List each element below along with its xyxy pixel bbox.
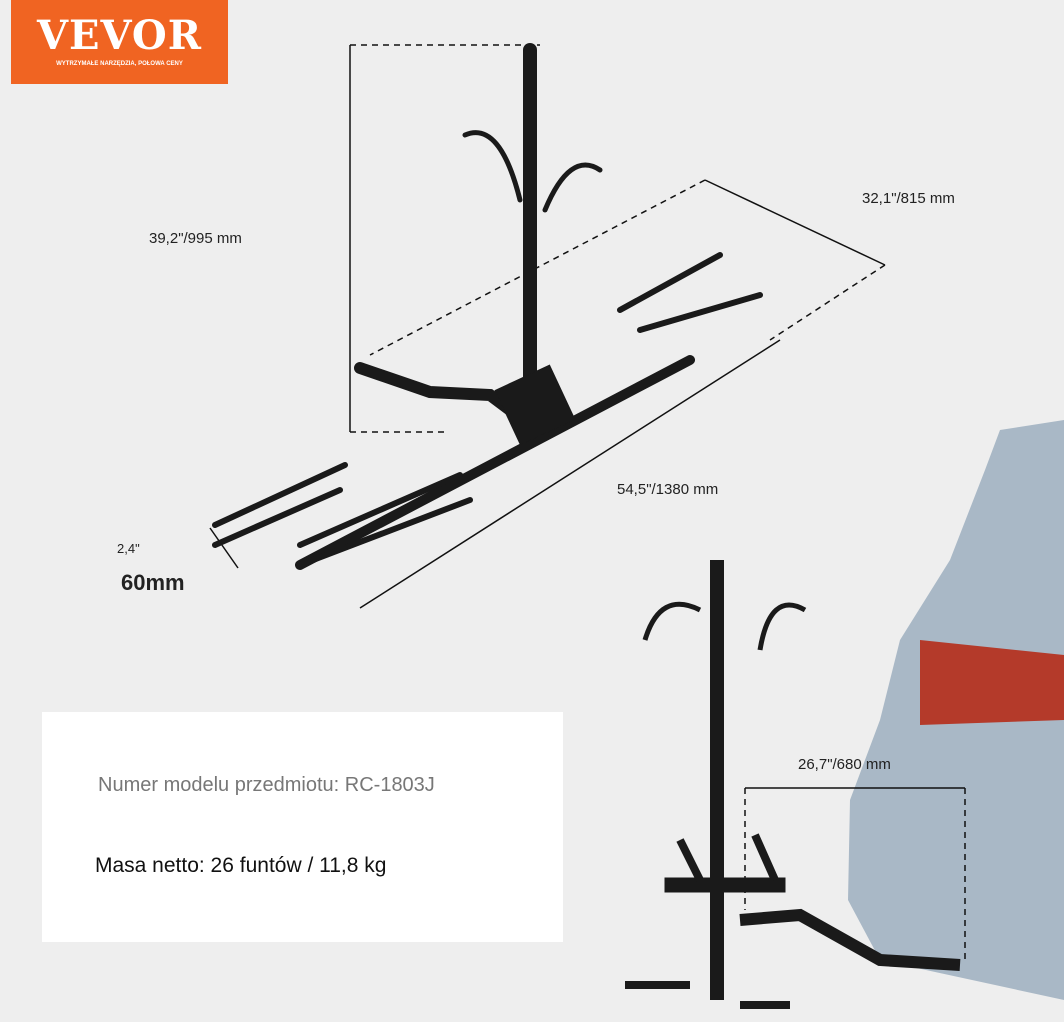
bike-rack-mounted bbox=[625, 560, 961, 1009]
hitch-label: 26,7"/680 mm bbox=[798, 756, 891, 773]
tray-inch-label: 2,4" bbox=[117, 541, 140, 556]
car-taillight bbox=[920, 640, 1064, 725]
vevor-logo: VEVOR WYTRZYMAŁE NARZĘDZIA, POŁOWA CENY bbox=[11, 0, 228, 84]
logo-tagline: WYTRZYMAŁE NARZĘDZIA, POŁOWA CENY bbox=[56, 61, 183, 67]
info-box: Numer modelu przedmiotu: RC-1803J Masa n… bbox=[42, 712, 563, 942]
width-dimension-line bbox=[369, 179, 886, 356]
height-label: 39,2"/995 mm bbox=[149, 230, 242, 247]
tray-dimension-line bbox=[209, 527, 239, 569]
model-number: Numer modelu przedmiotu: RC-1803J bbox=[98, 774, 435, 796]
bike-rack-main bbox=[212, 43, 763, 570]
width-label: 32,1"/815 mm bbox=[862, 190, 955, 207]
length-label: 54,5"/1380 mm bbox=[617, 481, 719, 498]
tray-mm-label: 60mm bbox=[121, 570, 185, 595]
height-dimension-line bbox=[349, 44, 540, 433]
logo-brand: VEVOR bbox=[37, 12, 202, 59]
length-dimension-line bbox=[359, 339, 781, 609]
net-mass: Masa netto: 26 funtów / 11,8 kg bbox=[95, 854, 387, 877]
